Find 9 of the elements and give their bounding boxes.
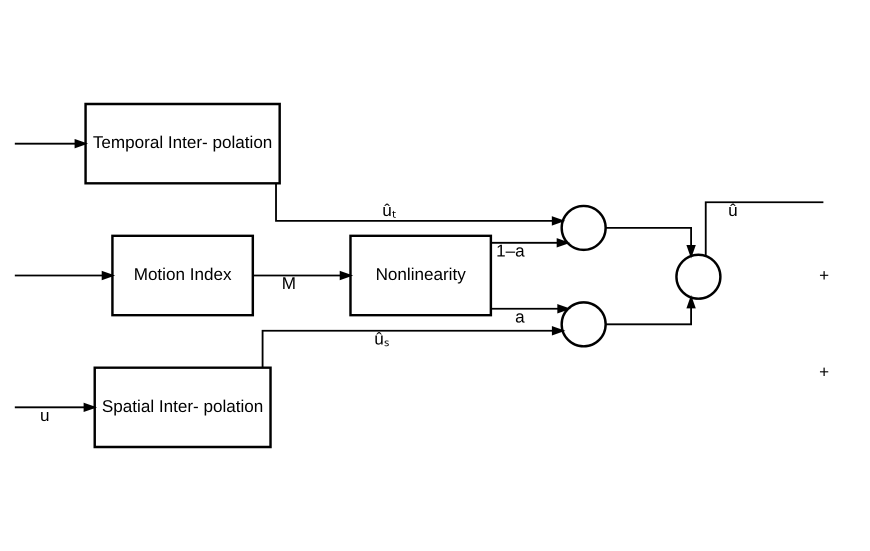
- edge-label: û: [728, 200, 738, 220]
- edge-label: ûₜ: [382, 201, 396, 220]
- edge-label: a: [514, 307, 524, 326]
- label: +: [818, 266, 829, 286]
- edge-label: M: [281, 274, 296, 294]
- edge-label: 1–a: [496, 242, 524, 261]
- edge-label: u: [40, 406, 50, 426]
- label: +: [818, 362, 829, 382]
- edge-label: ûₛ: [374, 329, 388, 348]
